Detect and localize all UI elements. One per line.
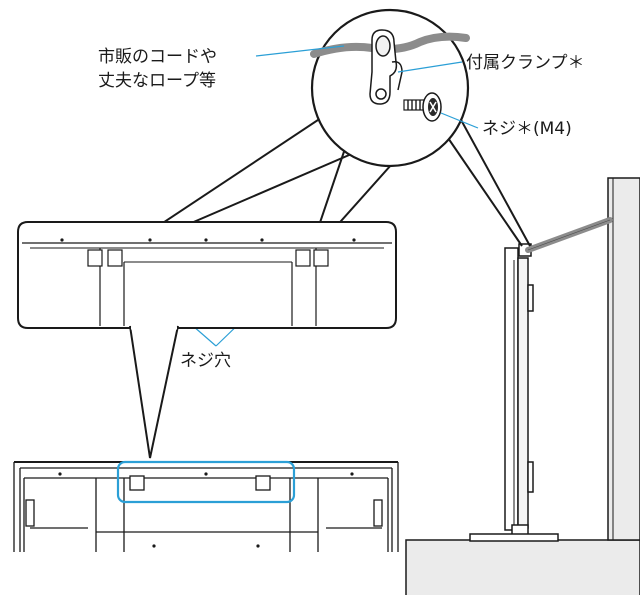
hole-bracket-right-2 [313,249,329,267]
leader-clamp [397,61,463,73]
cord-label-line1: 市販のコードや [98,47,217,67]
monitor-stand-base [469,533,559,542]
cord-label-line2: 丈夫なロープ等 [98,71,216,91]
clamp-detail-circle [310,8,470,168]
wall-shelf [405,177,640,595]
leader-cord [255,45,345,57]
hole-bracket-left-2 [107,249,123,267]
clamp-label: 付属クランプ＊ [466,53,585,73]
monitor-back-housing [517,257,529,529]
monitor-panel-side [504,247,519,531]
monitor-tab-2 [527,461,534,493]
screw-hole-label: ネジ穴 [180,351,231,371]
screw-icon [403,92,442,122]
rope-to-wall-edge [527,219,611,251]
clamp-icon [369,29,403,105]
panel-outline [17,221,397,329]
hole-bracket-left [87,249,103,267]
monitor-tab-1 [527,284,534,312]
leader-screw [440,112,479,129]
screw-label: ネジ＊(M4) [482,119,572,139]
monitor-side-view [469,243,559,542]
callout-pointer [129,325,179,459]
monitor-back-view [13,461,399,552]
highlight-box [116,460,296,504]
hole-bracket-right [295,249,311,267]
enlarged-back-panel [17,221,397,329]
shelf-block [405,539,640,595]
rope-in-circle [310,32,470,58]
